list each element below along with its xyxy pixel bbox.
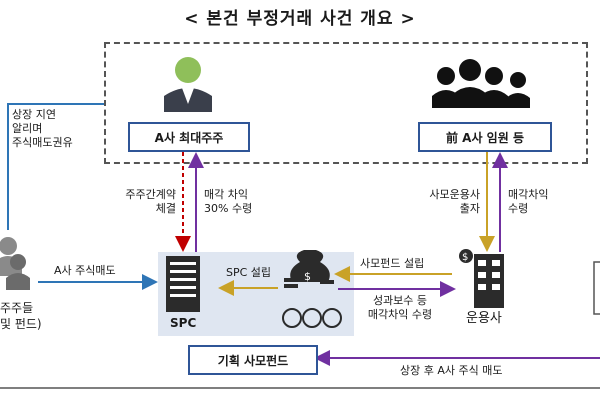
listing-delay-label: 상장 지연 알리며 주식매도권유	[12, 108, 73, 149]
executives-box: 前 A사 임원 등	[418, 122, 552, 152]
spc-profit-label: 매각 차익 30% 수령	[204, 188, 253, 215]
fund-box: 기획 사모펀드	[188, 345, 318, 375]
fee-label: 성과보수 등 매각차익 수령	[367, 294, 433, 321]
shareholder-box: A사 최대주주	[128, 122, 250, 152]
post-listing-label: 상장 후 A사 주식 매도	[400, 364, 503, 377]
investors-label: 주주들 및 펀드)	[0, 301, 42, 331]
exec-profit-label: 매각차익 수령	[508, 188, 549, 215]
manager-label: 운용사	[466, 311, 502, 326]
contract-label: 주주간계약 체결	[125, 188, 176, 215]
investors-group-icon	[0, 237, 30, 290]
page-title: < 본건 부정거래 사건 개요 >	[184, 9, 416, 29]
invest-label: 사모운용사 출자	[429, 188, 480, 215]
spc-setup-label: SPC 설립	[226, 266, 272, 279]
listing-delay-line	[7, 103, 104, 230]
spc-building-icon	[166, 256, 200, 312]
shareholder-person-icon	[164, 57, 212, 112]
svg-text:$: $	[304, 270, 311, 283]
executives-group-icon	[432, 59, 530, 108]
manager-building-icon: $	[459, 249, 504, 308]
spc-label: SPC	[170, 316, 197, 330]
money-investors-icon: $	[282, 250, 342, 328]
insider-group-frame	[104, 42, 588, 164]
right-edge-shape	[593, 261, 600, 315]
svg-text:$: $	[462, 252, 468, 263]
fund-setup-label: 사모펀드 설립	[360, 257, 425, 270]
sell-label: A사 주식매도	[54, 264, 116, 277]
